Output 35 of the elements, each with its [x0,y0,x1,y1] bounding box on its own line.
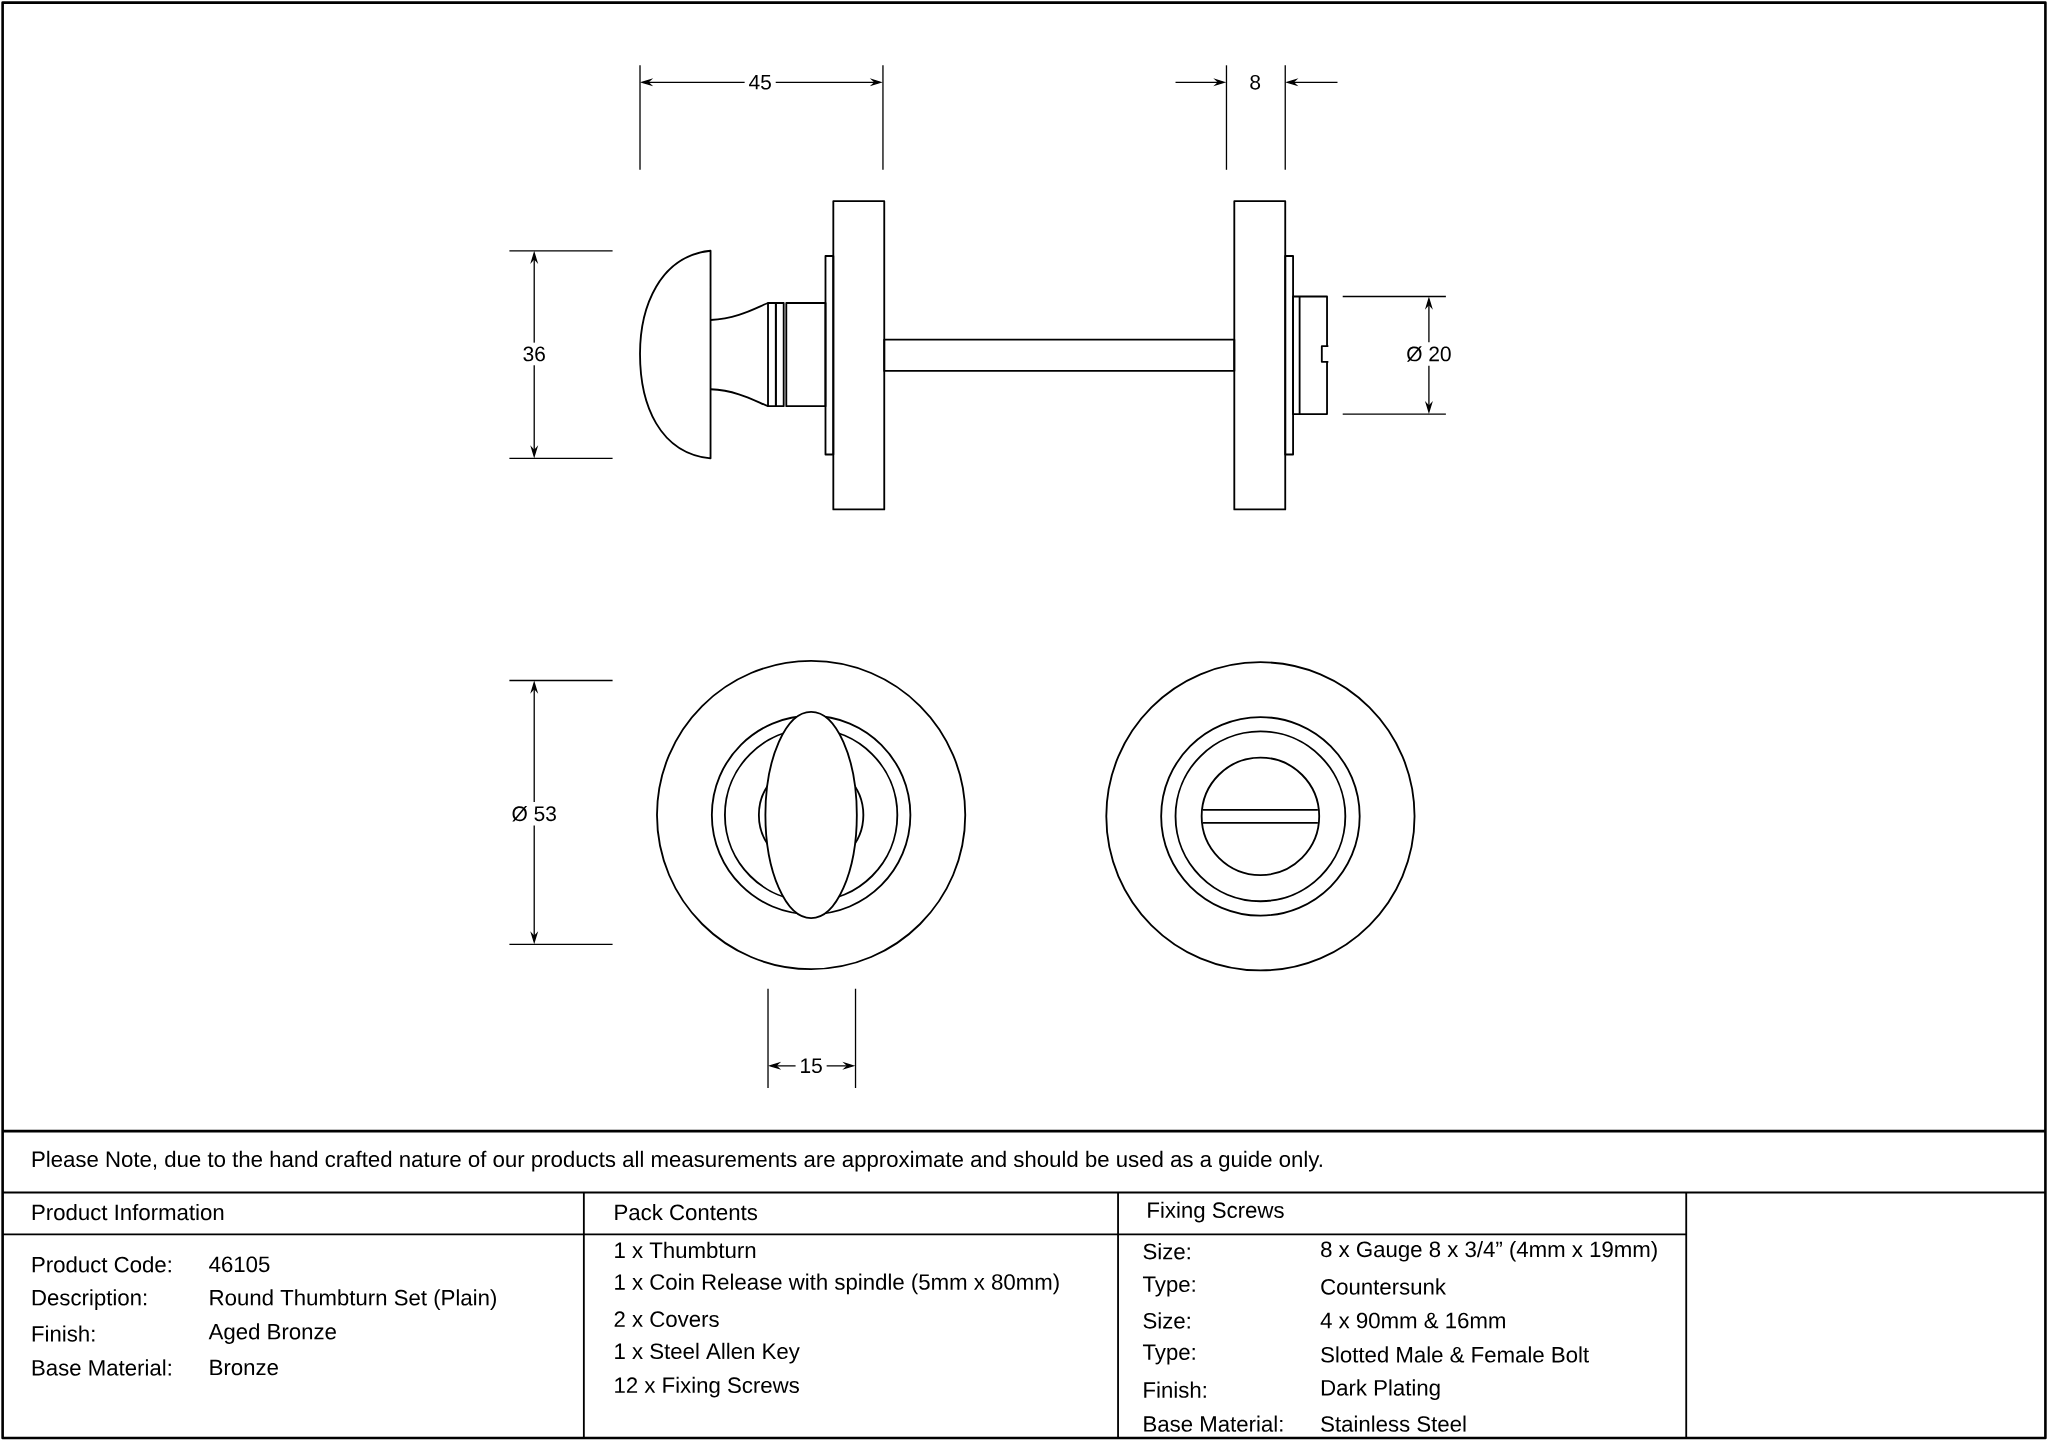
dimension-label: Ø 20 [1402,342,1456,366]
field-value: Stainless Steel [1321,1415,1466,1432]
field-value: Slotted Male & Female Bolt [1321,1346,1589,1363]
dimension-label: 15 [795,1054,827,1078]
list-item: 1 x Steel Allen Key [615,1342,800,1364]
field-value: 46105 [209,1256,270,1273]
field-label: Size: [1143,1312,1190,1329]
field-label: Base Material: [32,1359,171,1376]
field-label: Base Material: [1144,1415,1283,1432]
field-value: 4 x 90mm & 16mm [1320,1312,1505,1329]
list-item: 2 x Covers [614,1311,719,1328]
field-value: Countersunk [1321,1278,1447,1295]
field-value: Bronze [210,1359,278,1376]
dimension-label: Ø 53 [507,802,561,826]
list-item: 1 x Thumbturn [615,1241,756,1259]
dimension-label: 36 [518,342,550,366]
dimension-label: 45 [744,71,776,94]
field-value: Dark Plating [1321,1379,1440,1401]
field-value: 8 x Gauge 8 x 3/4” (4mm x 19mm) [1321,1241,1657,1262]
field-value: Aged Bronze [208,1323,336,1345]
field-label: Type: [1142,1344,1195,1365]
field-label: Finish: [1144,1381,1206,1399]
field-label: Size: [1143,1243,1190,1260]
column-heading: Product Information [32,1204,224,1221]
field-label: Description: [32,1289,147,1311]
column-heading: Pack Contents [615,1204,758,1221]
note-text: Please Note, due to the hand crafted nature of our products all measurements are approximate and should be used as a guide only. [32,1150,1322,1172]
dimension-label: 8 [1245,71,1265,94]
field-label: Type: [1142,1276,1195,1297]
column-heading: Fixing Screws [1148,1201,1284,1223]
field-label: Finish: [32,1325,95,1342]
list-item: 1 x Coin Release with spindle (5mm x 80mm) [615,1273,1059,1295]
field-value: Round Thumbturn Set (Plain) [210,1289,496,1311]
field-label: Product Code: [32,1256,171,1273]
list-item: 12 x Fixing Screws [615,1376,799,1398]
